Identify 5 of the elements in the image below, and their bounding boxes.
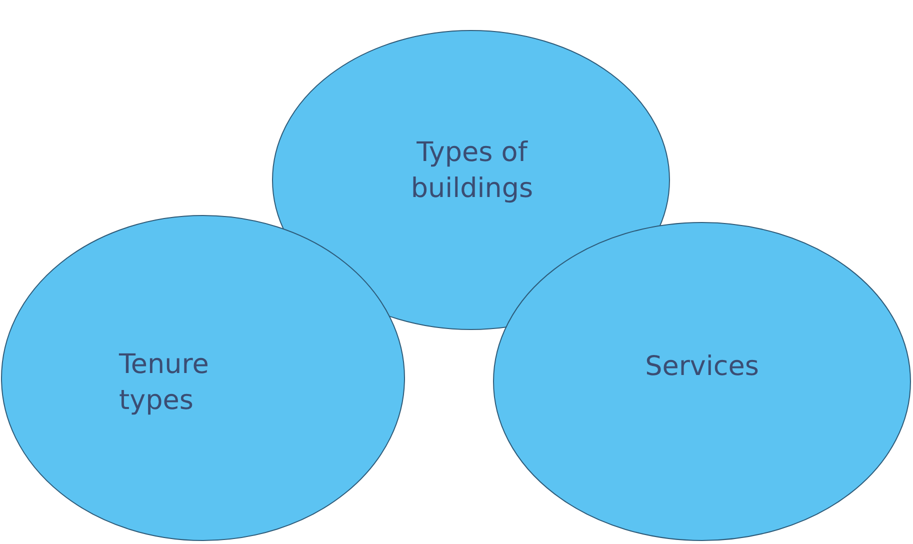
ellipse-node [1,215,405,541]
node-label: Services [644,350,760,384]
node-label: Tenure types [119,348,210,418]
ellipse-node [493,222,911,541]
node-label: Types of buildings [410,136,534,206]
